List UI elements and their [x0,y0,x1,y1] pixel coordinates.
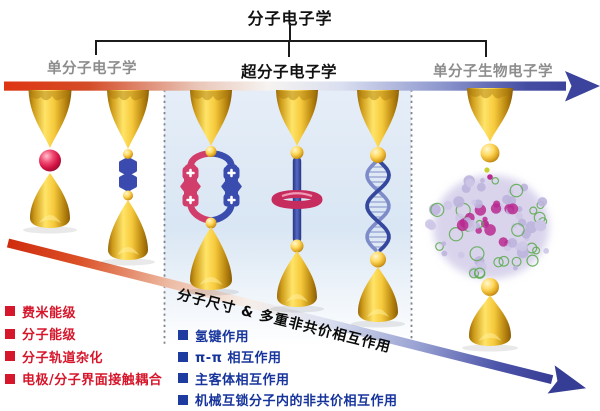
single-molecule-concepts-list: 费米能级 分子能级 分子轨道杂化 电极/分子界面接触耦合 [5,303,163,388]
branch-label-biomolecular: 单分子生物电子学 [433,64,553,80]
list-item: 氢键作用 [178,327,398,345]
list-item: 主客体相互作用 [178,370,398,388]
blue-square-bullet-icon [178,373,188,383]
list-item: π-π 相互作用 [178,349,398,366]
list-item: 费米能级 [5,303,162,321]
list-item: 机械互锁分子内的非共价相互作用 [178,392,398,409]
red-square-bullet-icon [5,373,15,384]
list-item-label: 分子能级 [22,328,77,343]
branch-label-supramolecular: 超分子电子学 [240,63,337,81]
electrode-dna-junction-icon [351,90,405,328]
diagonal-arrowhead-icon [547,365,587,394]
bracket-center-drop [288,40,290,57]
list-item-label: π-π 相互作用 [195,351,282,366]
list-item: 分子轨道杂化 [5,348,162,366]
red-square-bullet-icon [5,351,15,361]
list-item: 电极/分子界面接触耦合 [5,371,163,388]
bracket-horizontal-line [95,40,487,42]
bracket-center-stem [289,23,291,42]
branch-label-single-molecule: 单分子电子学 [47,61,137,77]
red-square-bullet-icon [5,306,15,316]
list-item-label: 主客体相互作用 [195,372,290,388]
figure-title: 分子电子学 [247,9,333,28]
timeline-arrow [4,71,600,102]
electrode-protein-junction-icon [424,88,550,352]
electrode-red-sphere-junction-icon [23,90,77,234]
diagonal-arrow [6,238,587,394]
electrode-blue-oligomer-junction-icon [101,90,155,266]
noncovalent-interactions-list: 氢键作用 π-π 相互作用 主客体相互作用 机械互锁分子内的非共价相互作用 [178,327,398,409]
list-item-label: 电极/分子界面接触耦合 [22,373,163,388]
bracket-left-drop [95,40,97,55]
timeline-arrowhead-icon [565,71,600,102]
list-item-label: 氢键作用 [195,329,250,345]
list-item-label: 费米能级 [22,305,77,321]
list-item-label: 机械互锁分子内的非共价相互作用 [195,394,398,409]
electrode-charged-macrocycle-junction-icon [180,90,242,296]
blue-square-bullet-icon [178,394,188,405]
bracket-right-drop [485,40,487,57]
list-item: 分子能级 [5,326,162,343]
electrode-rotaxane-junction-icon [270,90,324,313]
red-square-bullet-icon [5,328,15,339]
list-item-label: 分子轨道杂化 [22,350,104,366]
blue-square-bullet-icon [178,330,188,340]
blue-square-bullet-icon [178,351,188,362]
